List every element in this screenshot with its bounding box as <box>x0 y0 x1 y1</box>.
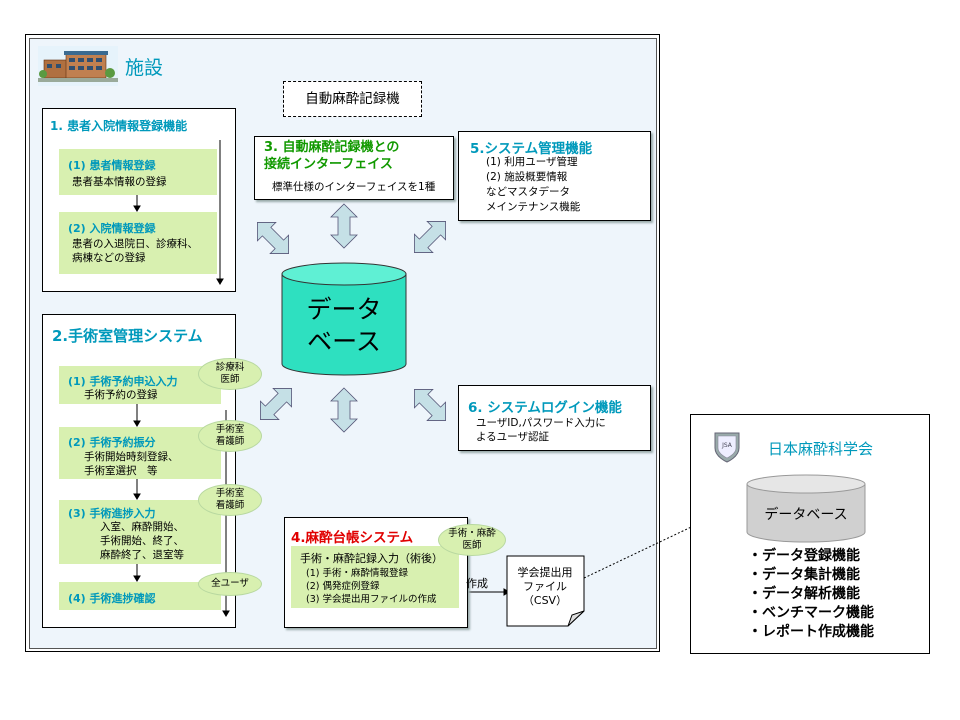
progress-input-desc-1: 入室、麻酔開始、 <box>100 521 184 533</box>
facility-frame <box>25 34 660 652</box>
role-bubble-doctor-1: 診療科 <box>215 362 245 373</box>
system-login-panel <box>458 385 651 451</box>
progress-input-desc-3: 麻酔終了、退室等 <box>100 549 184 561</box>
jsa-function-item: ・データ解析機能 <box>748 586 860 602</box>
role-bubble-anesthesiologist-1: 手術・麻酔 <box>448 528 496 539</box>
admission-info-desc-1: 患者の入退院日、診療科、 <box>72 238 198 250</box>
anesthesia-record-line-1: (1) 手術・麻酔情報登録 <box>306 568 408 579</box>
submission-file-line-3: （CSV） <box>522 594 568 607</box>
role-bubble-doctor: 診療科 医師 <box>198 358 262 390</box>
surgery-booking-desc: 手術予約の登録 <box>84 389 158 401</box>
submission-file-label: 学会提出用 ファイル （CSV） <box>506 566 584 608</box>
surgery-allocation-desc-1: 手術開始時刻登録、 <box>84 451 179 463</box>
database-diagram <box>247 203 456 433</box>
svg-text:JSA: JSA <box>721 442 733 449</box>
building-icon <box>38 46 118 90</box>
anesthesia-record-line-3: (3) 学会提出用ファイルの作成 <box>306 594 437 605</box>
progress-input-desc-2: 手術開始、終了、 <box>100 535 184 547</box>
facility-title: 施設 <box>125 57 164 79</box>
submission-file-icon <box>506 555 585 627</box>
recorder-interface-title-1: 3. 自動麻酔記録機との <box>264 140 400 155</box>
system-login-line-2: よるユーザ認証 <box>476 431 549 443</box>
system-admin-line-1: (1) 利用ユーザ管理 <box>486 156 578 168</box>
anesthesia-ledger-title: 4.麻酔台帳システム <box>291 530 414 546</box>
database-label-1: データ <box>306 295 382 324</box>
role-bubble-doctor-2: 医師 <box>220 374 240 385</box>
patient-info-desc: 患者基本情報の登録 <box>72 176 167 188</box>
create-label: 作成 <box>466 577 488 590</box>
role-bubble-anesthesiologist-2: 医師 <box>462 540 482 551</box>
jsa-logo: JSA <box>714 432 740 463</box>
system-admin-line-3: などマスタデータ <box>486 186 570 198</box>
submission-file-line-2: ファイル <box>523 580 567 593</box>
jsa-function-item: ・レポート作成機能 <box>748 624 874 640</box>
anesthesia-recorder-box: 自動麻酔記録機 <box>283 81 422 117</box>
progress-input-card <box>59 500 221 564</box>
progress-check-title: (4) 手術進捗確認 <box>68 592 156 605</box>
system-admin-title: 5.システム管理機能 <box>470 141 593 157</box>
role-bubble-nurse-1-b: 看護師 <box>215 436 245 447</box>
jsa-function-list: ・データ登録機能 ・データ集計機能 ・データ解析機能 ・ベンチマーク機能 ・レポ… <box>748 547 874 642</box>
progress-input-title: (3) 手術進捗入力 <box>68 507 156 520</box>
anesthesia-record-card <box>291 546 459 608</box>
jsa-function-item: ・データ集計機能 <box>748 567 860 583</box>
anesthesia-recorder-label: 自動麻酔記録機 <box>305 91 400 107</box>
surgery-allocation-card <box>59 427 221 479</box>
database-label-2: ベース <box>307 327 381 356</box>
role-bubble-all-users-label: 全ユーザ <box>211 578 249 589</box>
surgery-booking-title: (1) 手術予約申込入力 <box>68 375 178 388</box>
admission-info-desc-2: 病棟などの登録 <box>72 252 146 264</box>
jsa-function-item: ・データ登録機能 <box>748 548 860 564</box>
system-admin-panel <box>458 131 651 221</box>
or-management-title: 2.手術室管理システム <box>52 327 203 345</box>
role-bubble-nurse-2: 手術室 看護師 <box>198 484 262 516</box>
role-bubble-nurse-1-a: 手術室 <box>215 424 245 435</box>
progress-check-card <box>59 582 221 610</box>
system-login-line-1: ユーザID,パスワード入力に <box>476 417 606 429</box>
recorder-interface-desc: 標準仕様のインターフェイスを1種 <box>272 181 436 193</box>
patient-info-title: (1) 患者情報登録 <box>68 159 156 172</box>
patient-registration-title: 1. 患者入院情報登録機能 <box>50 119 188 133</box>
recorder-interface-panel <box>254 136 454 200</box>
recorder-interface-title: 3. 自動麻酔記録機との 接続インターフェイス <box>264 139 399 173</box>
database-cylinder <box>281 262 407 376</box>
system-admin-line-4: メインテナンス機能 <box>486 201 581 213</box>
anesthesia-record-line-2: (2) 偶発症例登録 <box>306 581 380 592</box>
admission-info-card <box>59 212 217 274</box>
role-bubble-nurse-2-a: 手術室 <box>215 488 245 499</box>
surgery-booking-card <box>59 366 221 404</box>
role-bubble-nurse-1: 手術室 看護師 <box>198 420 262 452</box>
jsa-database-label: データベース <box>764 507 848 523</box>
system-login-title: 6. システムログイン機能 <box>468 400 622 416</box>
anesthesia-record-title: 手術・麻酔記録入力（術後） <box>300 552 443 565</box>
role-bubble-all-users: 全ユーザ <box>198 572 262 596</box>
jsa-database-cylinder <box>746 474 866 543</box>
admission-info-title: (2) 入院情報登録 <box>68 222 156 235</box>
patient-info-card <box>59 149 217 195</box>
database-label: データ ベース <box>282 294 406 358</box>
role-bubble-nurse-2-b: 看護師 <box>215 500 245 511</box>
submission-file-line-1: 学会提出用 <box>517 566 573 579</box>
system-admin-line-2: (2) 施設概要情報 <box>486 171 568 183</box>
surgery-allocation-title: (2) 手術予約振分 <box>68 436 156 449</box>
role-bubble-anesthesiologist: 手術・麻酔 医師 <box>438 524 506 556</box>
jsa-title: 日本麻酔科学会 <box>768 440 874 458</box>
jsa-function-item: ・ベンチマーク機能 <box>748 605 874 621</box>
surgery-allocation-desc-2: 手術室選択 等 <box>84 465 158 477</box>
recorder-interface-title-2: 接続インターフェイス <box>264 157 393 172</box>
